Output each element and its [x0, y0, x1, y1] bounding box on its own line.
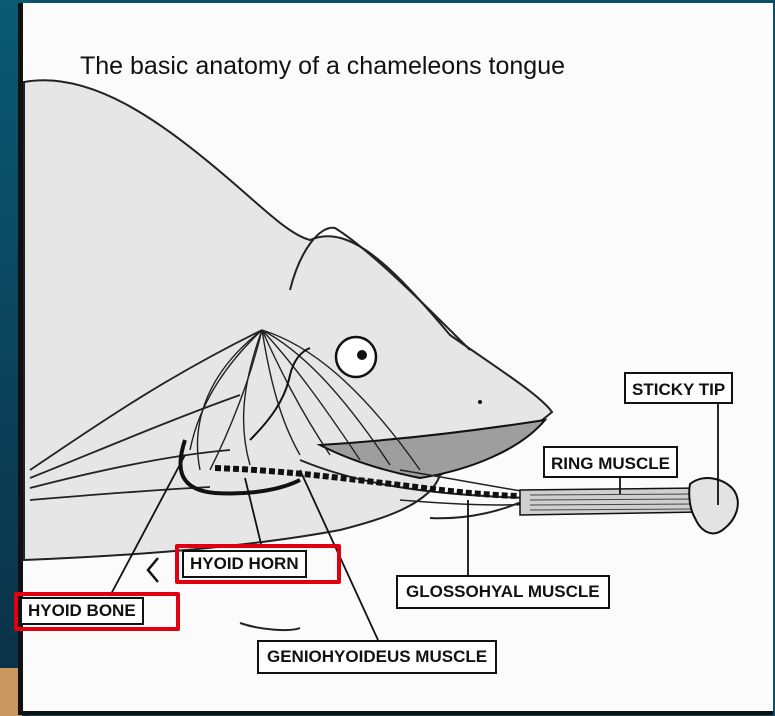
label-hyoid-horn: HYOID HORN: [182, 550, 307, 578]
chameleon-body: [24, 80, 552, 560]
label-hyoid-bone: HYOID BONE: [20, 597, 144, 625]
label-ring-muscle: RING MUSCLE: [543, 446, 678, 478]
chin-mark: [148, 558, 158, 582]
eye-socket: [336, 337, 376, 377]
pupil: [357, 350, 367, 360]
label-geniohyoideus-muscle: GENIOHYOIDEUS MUSCLE: [257, 640, 497, 674]
label-glossohyal-muscle: GLOSSOHYAL MUSCLE: [396, 575, 610, 609]
tongue-ring-muscle: [520, 488, 700, 515]
label-sticky-tip: STICKY TIP: [624, 372, 733, 404]
foot-scribble: [240, 623, 300, 630]
sticky-tip-shape: [689, 478, 738, 533]
nostril: [478, 400, 482, 404]
diagram-title: The basic anatomy of a chameleons tongue: [80, 52, 565, 81]
